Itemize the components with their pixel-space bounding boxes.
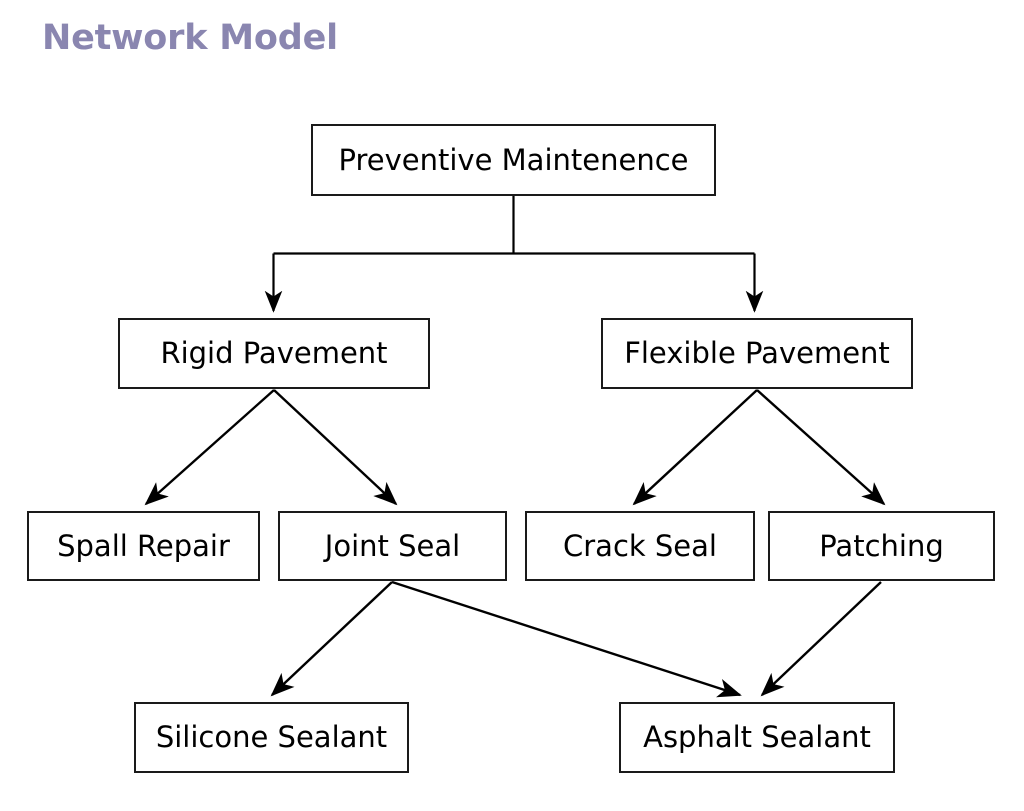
edge-flexible-to-patching — [756, 389, 886, 506]
node-rigid-pavement[interactable]: Rigid Pavement — [118, 318, 430, 389]
node-label: Joint Seal — [324, 528, 461, 563]
node-label: Preventive Maintenence — [338, 142, 689, 177]
node-patching[interactable]: Patching — [768, 511, 995, 581]
edge-joint-to-asphalt — [391, 580, 742, 698]
node-preventive-maintenence[interactable]: Preventive Maintenence — [311, 124, 716, 196]
node-label: Asphalt Sealant — [643, 720, 871, 754]
node-silicone-sealant[interactable]: Silicone Sealant — [134, 702, 409, 773]
node-label: Flexible Pavement — [624, 336, 890, 370]
node-label: Rigid Pavement — [160, 336, 388, 370]
node-spall-repair[interactable]: Spall Repair — [27, 511, 260, 581]
edge-flexible-to-crack — [632, 389, 758, 506]
node-label: Silicone Sealant — [155, 720, 388, 754]
edge-rigid-to-joint — [273, 389, 398, 506]
node-joint-seal[interactable]: Joint Seal — [278, 511, 507, 581]
node-asphalt-sealant[interactable]: Asphalt Sealant — [619, 702, 895, 773]
node-label: Patching — [819, 528, 944, 563]
edge-rigid-to-spall — [144, 389, 275, 506]
node-label: Crack Seal — [563, 528, 717, 563]
node-crack-seal[interactable]: Crack Seal — [525, 511, 755, 581]
page-title: Network Model — [42, 18, 338, 58]
edge-patching-to-asphalt — [760, 581, 882, 697]
node-label: Spall Repair — [57, 528, 230, 563]
node-flexible-pavement[interactable]: Flexible Pavement — [601, 318, 913, 389]
edge-root-to-children — [264, 196, 764, 313]
edge-joint-to-silicone — [270, 581, 393, 697]
